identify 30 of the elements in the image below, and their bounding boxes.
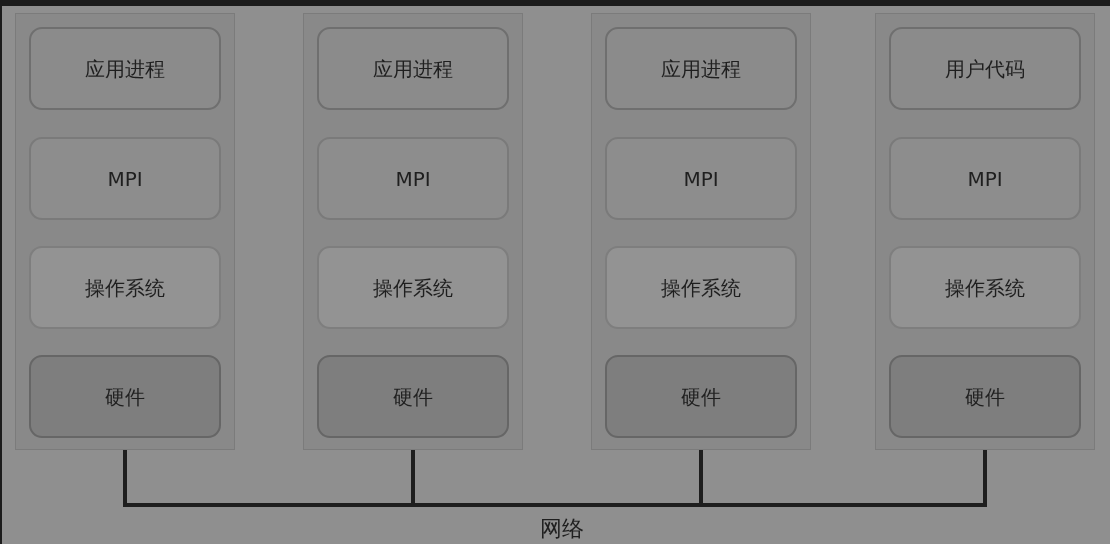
layer-box [317,355,509,438]
panel-box [875,13,1095,450]
layer-box [29,355,221,438]
layer-label: 硬件 [965,384,1005,409]
layer-box [889,27,1081,110]
layer-box [317,27,509,110]
layer-label: 硬件 [393,384,433,409]
panel-box [303,13,523,450]
layer-label: 操作系统 [945,275,1025,300]
layer-label: 操作系统 [661,275,741,300]
layer-label: MPI [967,166,1003,191]
panel-box [591,13,811,450]
layer-label: 操作系统 [85,275,165,300]
layer-label: 硬件 [105,384,145,409]
layer-box [605,355,797,438]
layer-label: MPI [395,166,431,191]
layer-label: 应用进程 [85,56,165,81]
network-line [699,450,987,507]
layer-label: MPI [107,166,143,191]
layer-label: 用户代码 [945,56,1025,81]
layer-label: 应用进程 [661,56,741,81]
layer-label: 硬件 [681,384,721,409]
layer-label: 应用进程 [373,56,453,81]
panel-box [15,13,235,450]
layer-box [605,27,797,110]
layer-label: MPI [683,166,719,191]
layer-box [29,27,221,110]
layer-box [889,355,1081,438]
network-label: 网络 [540,516,584,543]
layer-label: 操作系统 [373,275,453,300]
